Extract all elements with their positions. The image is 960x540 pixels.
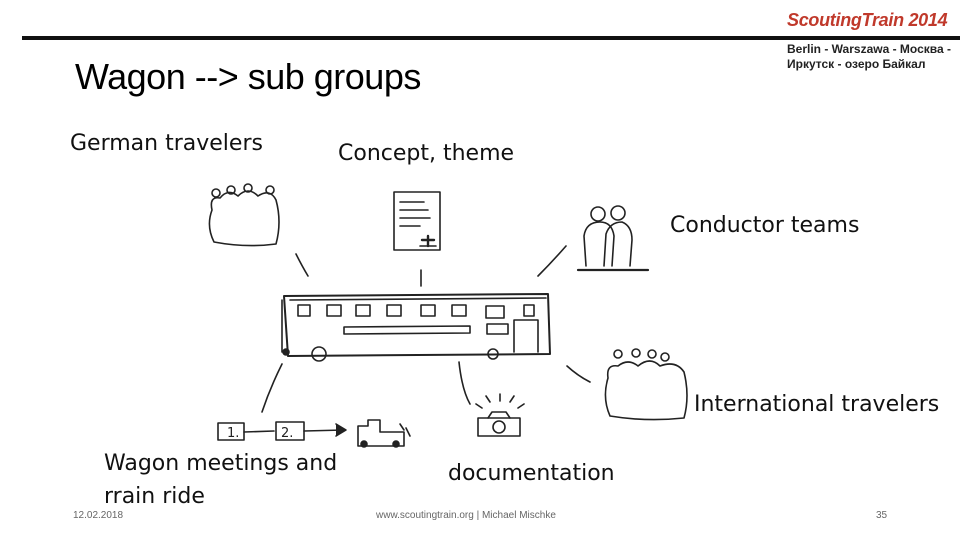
svg-text:1.: 1. (227, 426, 239, 441)
footer-date: 12.02.2018 (73, 510, 124, 521)
label-documentation: documentation (448, 461, 615, 486)
international-travelers-icon (605, 349, 687, 420)
svg-text:2.: 2. (281, 426, 293, 441)
camera-icon (476, 394, 524, 436)
label-wagon-meetings-line1: Wagon meetings and (104, 451, 338, 476)
route-line-2: Иркутск - озеро Байкал (787, 57, 926, 71)
train-wagon-icon (282, 294, 550, 361)
label-wagon-meetings-line2: rrain ride (104, 484, 205, 509)
brand-logo: ScoutingTrain 2014 (787, 10, 948, 30)
conductor-teams-icon (578, 206, 648, 270)
connector-lines (262, 246, 590, 412)
label-international-travelers: International travelers (694, 392, 940, 417)
meeting-steps-icon: 1. 2. (218, 422, 346, 441)
german-travelers-icon (209, 184, 279, 246)
small-train-icon (358, 420, 410, 447)
route-line-1: Berlin - Warszawa - Москва - (787, 42, 951, 56)
footer-url: www.scoutingtrain.org | Michael Mischke (376, 510, 556, 521)
label-concept-theme: Concept, theme (338, 141, 515, 166)
slide-title: Wagon --> sub groups (75, 56, 421, 97)
label-german-travelers: German travelers (70, 131, 263, 156)
page-number: 35 (876, 510, 888, 521)
header-rule (22, 36, 960, 40)
label-conductor-teams: Conductor teams (670, 213, 860, 238)
label-wagon-meetings: Wagon meetings and rrain ride (104, 447, 337, 513)
concept-document-icon (394, 192, 440, 250)
